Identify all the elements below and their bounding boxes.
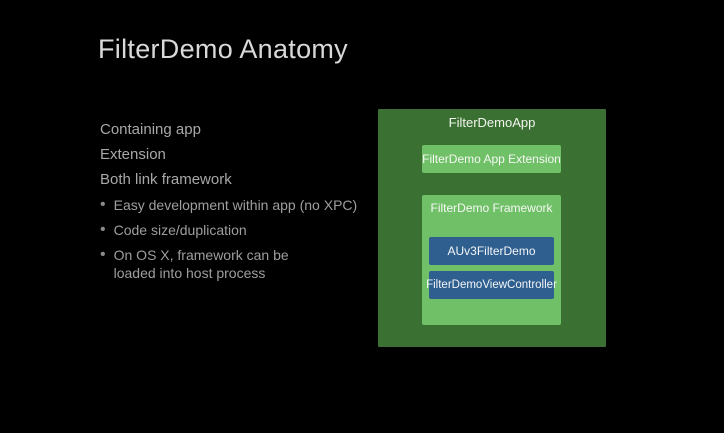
sub-bullet-text: On OS X, framework can be loaded into ho… xyxy=(113,247,289,281)
bullet-icon: • xyxy=(100,221,106,238)
list-item: • Easy development within app (no XPC) xyxy=(100,196,357,214)
list-item: Both link framework xyxy=(100,171,232,188)
sub-bullet-text: Easy development within app (no XPC) xyxy=(113,197,358,213)
sub-bullet-list: • Easy development within app (no XPC) •… xyxy=(100,196,357,289)
framework-box: FilterDemo Framework AUv3FilterDemo Filt… xyxy=(422,195,561,325)
framework-label: FilterDemo Framework xyxy=(430,201,553,215)
list-item: • On OS X, framework can be loaded into … xyxy=(100,246,357,282)
viewcontroller-box: FilterDemoViewController xyxy=(426,271,557,299)
viewcontroller-label: FilterDemoViewController xyxy=(426,279,557,291)
list-item: Containing app xyxy=(100,121,201,138)
app-extension-box: FilterDemo App Extension xyxy=(422,145,561,173)
app-extension-label: FilterDemo App Extension xyxy=(422,152,561,166)
auv3filterdemo-label: AUv3FilterDemo xyxy=(447,244,536,258)
list-item: • Code size/duplication xyxy=(100,221,357,239)
bullet-icon: • xyxy=(100,246,106,263)
sub-bullet-text: Code size/duplication xyxy=(113,222,247,238)
filterdemoapp-container-box: FilterDemoApp FilterDemo App Extension F… xyxy=(378,109,606,347)
main-point-list: Containing app Extension Both link frame… xyxy=(100,117,232,192)
auv3filterdemo-box: AUv3FilterDemo xyxy=(429,237,554,265)
list-item: Extension xyxy=(100,146,166,163)
page-title: FilterDemo Anatomy xyxy=(98,34,348,64)
filterdemoapp-label: FilterDemoApp xyxy=(448,115,536,130)
bullet-icon: • xyxy=(100,196,106,213)
